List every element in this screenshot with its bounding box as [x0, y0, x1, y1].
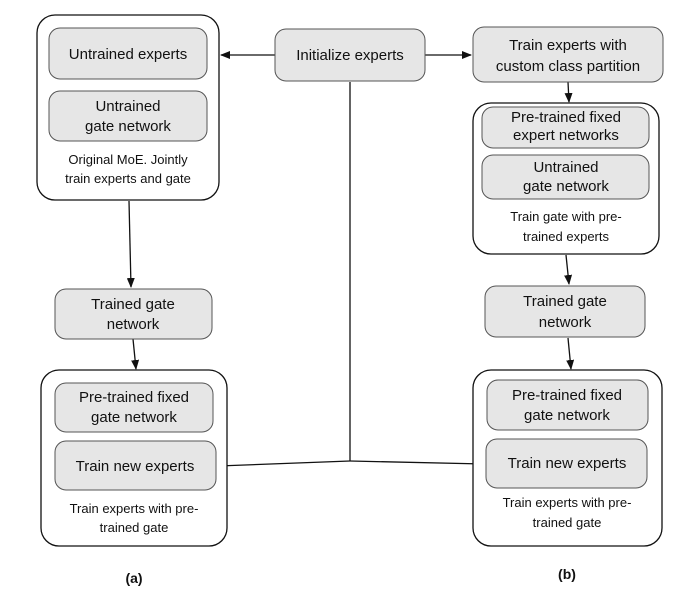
right-bottom-caption-line2: trained gate: [533, 515, 602, 530]
right-train-new-experts-label: Train new experts: [508, 455, 627, 472]
left-trained-gate-label-line1: Trained gate: [91, 296, 175, 313]
left-bottom-caption-line1: Train experts with pre-: [70, 501, 199, 516]
left-top-caption-line1: Original MoE. Jointly: [68, 152, 188, 167]
left-untrained-gate-box: [48, 90, 208, 142]
panel-label-b: (b): [558, 566, 576, 582]
left-trained-gate-label-line2: network: [107, 316, 160, 333]
right-train-experts-label-line2: custom class partition: [496, 58, 640, 75]
right-pretrained-experts-label-line1: Pre-trained fixed: [511, 109, 621, 126]
arrow-left-trained-gate-to-bottom: [131, 338, 140, 370]
arrow-init-to-right-train-new-experts: [349, 459, 485, 468]
right-bottom-container: Pre-trained fixed gate network Train new…: [472, 369, 663, 547]
left-pretrained-gate-box: [54, 382, 214, 433]
right-pretrained-experts-label-line2: expert networks: [513, 127, 619, 144]
connectors: [126, 51, 575, 470]
right-top-caption-line1: Train gate with pre-: [510, 209, 622, 224]
left-untrained-gate-label-line1: Untrained: [95, 98, 160, 115]
right-top-caption-line2: trained experts: [523, 229, 609, 244]
panel-label-a: (a): [125, 570, 142, 586]
right-trained-gate-node: Trained gate network: [484, 285, 646, 338]
right-pretrained-gate-label-line2: gate network: [524, 407, 610, 424]
right-untrained-gate-label-line1: Untrained: [533, 159, 598, 176]
right-train-new-experts-box: [485, 438, 648, 489]
left-train-new-experts-box: [54, 440, 217, 491]
left-pretrained-gate-label-line2: gate network: [91, 409, 177, 426]
right-untrained-gate-label-line2: gate network: [523, 178, 609, 195]
left-trained-gate-node: Trained gate network: [54, 288, 213, 340]
left-bottom-container: Pre-trained fixed gate network Train new…: [40, 369, 228, 547]
right-train-experts-label-line1: Train experts with: [509, 37, 627, 54]
right-trained-gate-label-line2: network: [539, 314, 592, 331]
arrow-right-train-experts-to-container: [564, 81, 573, 103]
untrained-experts-box: [48, 27, 208, 80]
arrow-right-container-to-trained-gate: [564, 254, 573, 285]
left-untrained-gate-label-line2: gate network: [85, 118, 171, 135]
right-top-container: Pre-trained fixed expert networks Untrai…: [472, 102, 660, 255]
right-untrained-gate-box: [481, 154, 650, 200]
untrained-experts-label: Untrained experts: [69, 46, 187, 63]
right-trained-gate-label-line1: Trained gate: [523, 293, 607, 310]
right-bottom-caption-line1: Train experts with pre-: [503, 495, 632, 510]
arrow-right-trained-gate-to-bottom: [566, 337, 575, 370]
right-pretrained-gate-label-line1: Pre-trained fixed: [512, 387, 622, 404]
arrow-left-container-to-trained-gate: [126, 200, 135, 288]
left-top-container: Untrained experts Untrained gate network…: [36, 14, 220, 201]
left-top-caption-line2: train experts and gate: [65, 171, 191, 186]
initialize-experts-label: Initialize experts: [296, 47, 404, 64]
right-pretrained-experts-box: [481, 106, 650, 149]
arrow-init-to-left-train-new-experts: [217, 460, 351, 470]
right-pretrained-gate-box: [486, 379, 649, 431]
left-train-new-experts-label: Train new experts: [76, 458, 195, 475]
initialize-experts-node: Initialize experts: [274, 28, 426, 82]
left-bottom-caption-line2: trained gate: [100, 520, 169, 535]
left-pretrained-gate-label-line1: Pre-trained fixed: [79, 389, 189, 406]
right-train-experts-node: Train experts with custom class partitio…: [472, 26, 664, 83]
